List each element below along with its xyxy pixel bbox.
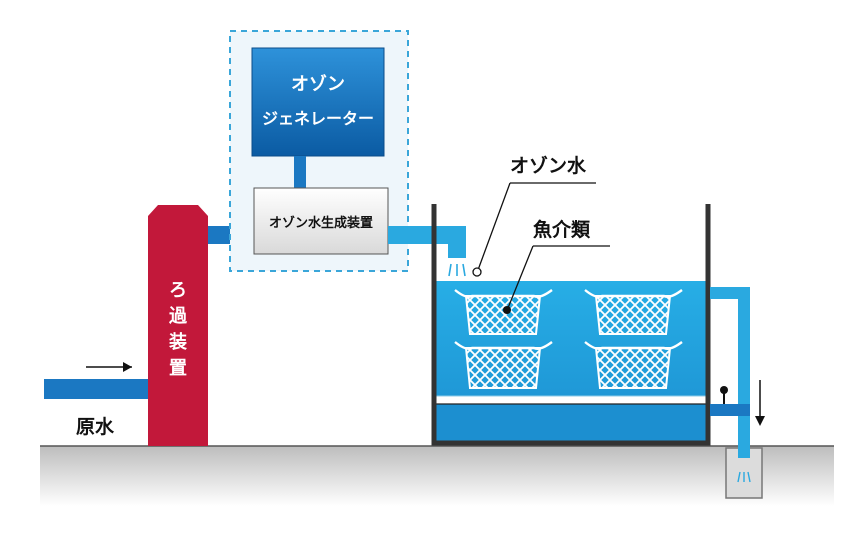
seafood-callout: 魚介類 xyxy=(503,218,610,314)
drain-pit xyxy=(725,446,763,499)
filter-label-char-1: ろ xyxy=(169,280,187,301)
spray-icon xyxy=(448,263,466,277)
arrow-down-icon xyxy=(755,380,765,426)
arrow-right-icon xyxy=(86,362,132,372)
valve-icon xyxy=(720,386,728,404)
ozone-water-outlet-pipe xyxy=(388,226,466,258)
ozone-water-device-label: オゾン水生成装置 xyxy=(269,215,373,231)
seafood-label: 魚介類 xyxy=(533,218,591,241)
net-basket-icon xyxy=(584,341,683,389)
filter-device: ろ 過 装 置 xyxy=(148,205,208,446)
net-basket-icon xyxy=(584,289,683,335)
raw-water-label: 原水 xyxy=(76,416,115,438)
ground xyxy=(40,445,834,506)
ozone-generator xyxy=(251,47,385,157)
generator-connector-pipe xyxy=(294,156,306,188)
filter-label-char-4: 置 xyxy=(169,358,187,379)
net-basket-icon xyxy=(454,289,553,335)
filter-label-char-3: 装 xyxy=(169,331,187,353)
ozone-water-device xyxy=(253,187,389,255)
ozone-generator-label-line1: オゾン xyxy=(291,74,345,95)
ozone-water-callout: オゾン水 xyxy=(472,155,596,277)
ozone-water-label: オゾン水 xyxy=(510,155,587,177)
spray-icon xyxy=(737,471,751,483)
raw-water-pipe xyxy=(44,379,150,399)
net-basket-icon xyxy=(454,341,553,389)
ozone-generator-label-line2: ジェネレーター xyxy=(262,109,374,128)
filter-label-char-2: 過 xyxy=(169,306,188,327)
drain-pipes xyxy=(710,287,750,447)
